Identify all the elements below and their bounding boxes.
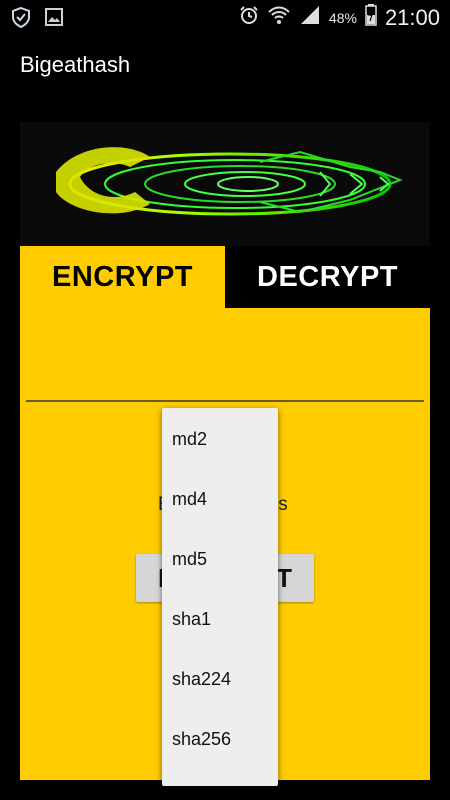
battery-icon (365, 4, 377, 31)
dropdown-option-sha224[interactable]: sha224 (172, 668, 232, 689)
tab-bar: ENCRYPT DECRYPT (20, 246, 430, 308)
wifi-icon (267, 5, 291, 30)
banner-image (20, 122, 430, 246)
dropdown-option-md4[interactable]: md4 (172, 488, 208, 509)
app-title: Bigeathash (20, 52, 131, 77)
dropdown-list: md2 md4 md5 sha1 sha224 sha256 (162, 408, 278, 769)
tab-decrypt[interactable]: DECRYPT (225, 246, 430, 308)
hash-algorithm-dropdown: md2 md4 md5 sha1 sha224 sha256 (162, 408, 278, 786)
dropdown-option-sha1[interactable]: sha1 (172, 608, 212, 629)
dropdown-option-md2[interactable]: md2 (172, 428, 208, 449)
battery-percent: 48% (328, 9, 357, 26)
clock: 21:00 (384, 4, 440, 30)
signal-icon (299, 5, 321, 30)
shield-icon (10, 6, 32, 33)
status-left (10, 6, 64, 33)
app-bar: Bigeathash (0, 34, 450, 100)
status-right: 48% 21:00 (239, 4, 440, 31)
alarm-icon (239, 5, 259, 30)
encrypt-button-label-end: T (276, 562, 292, 593)
text-input-underline[interactable] (26, 400, 424, 402)
dropdown-option-sha256[interactable]: sha256 (172, 728, 232, 749)
status-bar: 48% 21:00 (0, 0, 450, 34)
tab-encrypt[interactable]: ENCRYPT (20, 246, 225, 308)
image-icon (44, 7, 64, 32)
dropdown-option-md5[interactable]: md5 (172, 548, 208, 569)
